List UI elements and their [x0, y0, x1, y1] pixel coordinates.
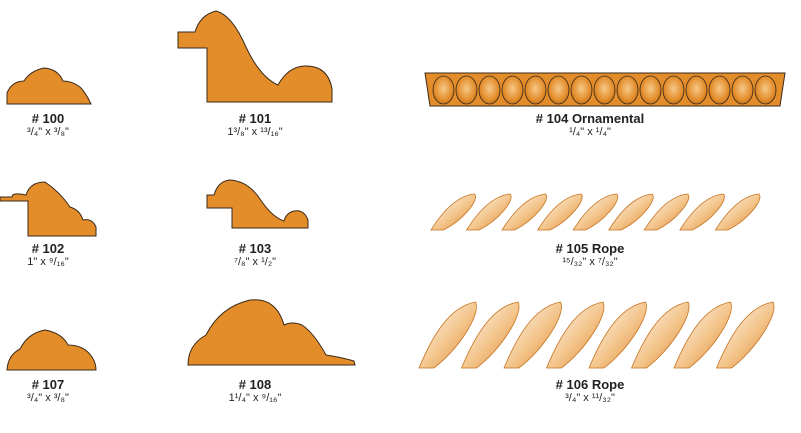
ornamental-bead	[593, 75, 616, 105]
ornamental-bead	[731, 75, 754, 105]
rope-twist	[430, 193, 476, 231]
profile-100-number: # 100	[31, 111, 65, 126]
ornamental-bead	[524, 75, 547, 105]
profile-103-caption: # 103 ⁷/₈" x ¹/₂"	[155, 241, 355, 269]
rope-twist	[460, 301, 520, 369]
ornamental-bead	[432, 75, 455, 105]
ornamental-bead	[570, 75, 593, 105]
rope-twist	[545, 301, 605, 369]
profile-108-number: # 108	[238, 377, 272, 392]
rope-twist	[679, 193, 725, 231]
profile-104-shape	[424, 72, 786, 107]
ornamental-bead	[685, 75, 708, 105]
profile-101-dimensions: 1³/₈" x ¹³/₁₆"	[227, 126, 283, 139]
rope-twist	[673, 301, 732, 369]
profile-101-number: # 101	[238, 111, 272, 126]
rope-twist	[465, 193, 512, 231]
rope-twist	[572, 193, 619, 231]
ornamental-bead	[616, 75, 639, 105]
profile-106-caption: # 106 Rope ³/₄" x ¹¹/₃₂"	[490, 377, 690, 405]
rope-twist	[536, 193, 583, 231]
rope-twist	[418, 301, 477, 369]
profile-103-number: # 103	[238, 241, 272, 256]
profile-108-shape	[187, 299, 356, 366]
profile-101-shape	[177, 10, 333, 103]
profile-107-dimensions: ³/₄" x ³/₈"	[27, 392, 69, 405]
rope-twist	[630, 301, 690, 369]
profile-105-number: # 105 Rope	[555, 241, 625, 256]
profile-100-shape	[6, 67, 92, 105]
rope-twist	[503, 301, 562, 369]
profile-104-dimensions: ¹/₄" x ¹/₄"	[569, 126, 611, 139]
rope-twist	[608, 193, 654, 231]
profile-102-caption: # 102 1" x ⁹/₁₆"	[0, 241, 148, 269]
profile-107-number: # 107	[31, 377, 65, 392]
ornamental-bead	[639, 75, 662, 105]
profile-106-dimensions: ³/₄" x ¹¹/₃₂"	[565, 392, 615, 405]
profile-100-caption: # 100 ³/₄" x ³/₈"	[0, 111, 148, 139]
profile-105-caption: # 105 Rope ¹⁵/₃₂" x ⁷/₃₂"	[490, 241, 690, 269]
profile-104-caption: # 104 Ornamental ¹/₄" x ¹/₄"	[490, 111, 690, 139]
ornamental-bead	[754, 75, 777, 105]
profile-107-shape	[6, 329, 97, 371]
profile-106-shape	[418, 301, 775, 369]
ornamental-bead	[547, 75, 570, 105]
rope-twist	[714, 193, 761, 231]
profile-102-shape	[0, 181, 97, 237]
rope-twist	[715, 301, 775, 369]
rope-twist	[588, 301, 647, 369]
profile-105-dimensions: ¹⁵/₃₂" x ⁷/₃₂"	[562, 256, 618, 269]
profile-100-dimensions: ³/₄" x ³/₈"	[27, 126, 69, 139]
profile-106-number: # 106 Rope	[555, 377, 625, 392]
rope-twist	[501, 193, 548, 231]
profile-101-caption: # 101 1³/₈" x ¹³/₁₆"	[155, 111, 355, 139]
ornamental-bead	[455, 75, 478, 105]
profile-103-dimensions: ⁷/₈" x ¹/₂"	[233, 256, 276, 269]
profile-107-caption: # 107 ³/₄" x ³/₈"	[0, 377, 148, 405]
profile-108-caption: # 108 1¹/₄" x ⁹/₁₆"	[155, 377, 355, 405]
ornamental-bead	[478, 75, 501, 105]
rope-twist	[643, 193, 690, 231]
profile-103-shape	[206, 179, 309, 229]
ornamental-bead	[708, 75, 731, 105]
profile-102-number: # 102	[31, 241, 65, 256]
ornamental-bead	[662, 75, 685, 105]
ornamental-bead	[501, 75, 524, 105]
profile-108-dimensions: 1¹/₄" x ⁹/₁₆"	[228, 392, 282, 405]
profile-105-shape	[430, 193, 761, 231]
profile-104-number: # 104 Ornamental	[535, 111, 645, 126]
profile-102-dimensions: 1" x ⁹/₁₆"	[27, 256, 69, 269]
